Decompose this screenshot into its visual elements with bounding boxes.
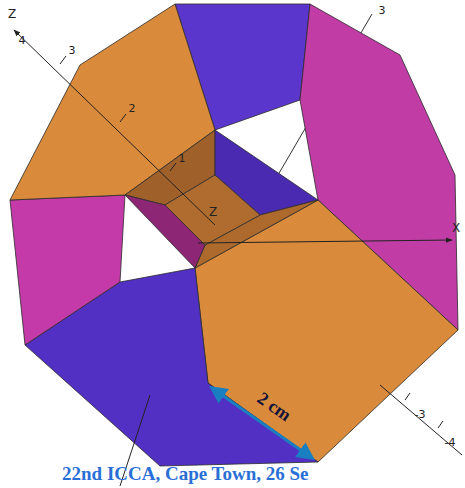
axis-number: -3	[415, 408, 426, 421]
axis-number: 4	[19, 34, 26, 47]
tunnel-end	[165, 175, 260, 245]
left-face	[10, 195, 125, 345]
z-axis	[14, 30, 215, 225]
tick	[170, 163, 176, 171]
axis-name: X	[452, 221, 460, 235]
axis-number: 3	[69, 44, 76, 57]
tick	[405, 393, 410, 400]
dimension-arrow	[212, 388, 312, 458]
x-axis	[198, 240, 452, 243]
tick	[438, 421, 443, 428]
tick	[60, 56, 66, 64]
tick	[120, 114, 126, 122]
axis-name: Z	[8, 7, 16, 21]
axis-negative	[380, 385, 462, 455]
axis-number: 2	[129, 102, 136, 115]
caption: 22nd ICCA, Cape Town, 26 Se	[62, 463, 309, 485]
axes	[14, 30, 462, 486]
axis-number: 3	[379, 4, 386, 17]
polyhedron-faces	[10, 4, 458, 466]
axis-number: -4	[445, 436, 456, 449]
axis-name: Z	[209, 205, 217, 219]
axis-number: 1	[179, 152, 186, 165]
